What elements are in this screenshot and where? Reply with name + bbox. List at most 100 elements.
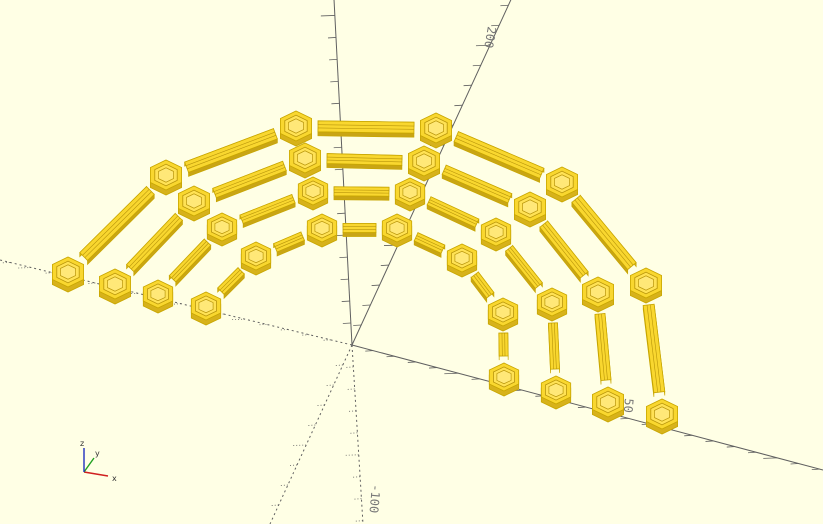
connector-bar-groove: [416, 235, 444, 249]
hexagon-pad-core: [198, 298, 214, 314]
connector-bar-groove: [598, 314, 605, 381]
y-axis-positive-tick: [337, 212, 346, 215]
z-axis-negative-tick: [325, 384, 334, 386]
hexagon-pad-core: [416, 153, 432, 169]
hexagon-pad-core: [495, 304, 511, 320]
x-axis-positive-tick: [790, 463, 799, 465]
connector-bar-groove: [131, 217, 181, 270]
y-axis-positive: [333, 0, 353, 346]
gizmo-y-label: y: [95, 449, 100, 458]
connector-bar-groove: [507, 249, 539, 287]
hexagon-pad: [149, 159, 183, 196]
hexagon-pad: [630, 267, 662, 304]
connector-bar: [539, 220, 589, 283]
hexagon-pad: [52, 256, 84, 293]
y-axis-positive-tick: [341, 300, 350, 302]
connector-bar-groove: [509, 247, 541, 285]
hexagon-pad: [99, 268, 132, 305]
connector-bar-top: [470, 271, 495, 299]
z-axis-positive-tick: [454, 104, 463, 107]
connector-bar-groove: [646, 305, 658, 393]
x-axis-negative-tick: [17, 267, 32, 269]
hexagon-pad-core: [496, 369, 512, 385]
connector-bar-groove: [318, 124, 415, 127]
hexagon-pad: [394, 177, 426, 212]
x-axis-positive-tick: [429, 367, 438, 369]
hexagon-pad: [381, 213, 413, 248]
hexagon-pad-core: [590, 284, 606, 300]
connector-bar: [505, 244, 543, 294]
hexagon-pad: [546, 166, 578, 203]
y-axis-negative-tick: [346, 388, 355, 390]
connector-bar-top: [441, 164, 513, 204]
connector-bar-groove: [219, 269, 241, 291]
connector-bar-groove: [326, 159, 402, 163]
x-axis-positive-tick: [684, 434, 693, 437]
hexagon-pad-core: [654, 406, 670, 422]
y-axis-positive-tick: [320, 15, 335, 17]
z-axis-negative-tick: [307, 424, 316, 426]
y-axis-positive-tick: [330, 80, 339, 83]
connector-bar-groove: [601, 313, 608, 380]
hexagon-pad: [592, 386, 624, 423]
connector-bar-groove: [213, 164, 285, 192]
x-axis-positive-tick: [444, 372, 459, 375]
connector-bar: [426, 196, 480, 232]
hexagon-pad-core: [428, 120, 444, 136]
hexagon-pad: [240, 241, 272, 276]
connector-bar-top: [333, 186, 390, 197]
y-axis-positive-tick: [329, 58, 338, 61]
hexagon-pad-core: [314, 220, 330, 236]
connector-bar-groove: [240, 197, 294, 219]
hexagon-pad-core: [522, 199, 538, 215]
hexagon-pad: [646, 398, 678, 435]
connector-bar-groove: [444, 168, 511, 198]
connector-bar-groove: [456, 134, 543, 173]
axis-label-y-pos: 200: [481, 25, 499, 49]
connector-bar-groove: [128, 215, 178, 268]
z-axis-positive-tick: [362, 304, 371, 306]
svg-text:50: 50: [621, 398, 636, 414]
y-axis-positive-tick: [339, 256, 348, 259]
hexagon-pad-core: [600, 394, 616, 410]
hexagon-pad-core: [548, 382, 564, 398]
connector-bar: [273, 231, 305, 257]
hexagon-pad-core: [544, 294, 560, 310]
x-axis-positive-tick: [705, 440, 714, 442]
hexagon-pad: [536, 287, 568, 322]
axis-label-y-neg: -100: [366, 484, 382, 514]
connector-bar-groove: [443, 170, 510, 200]
connector-bar-groove: [544, 223, 586, 275]
hexagon-pad-core: [150, 286, 166, 302]
connector-bar-top: [212, 160, 287, 199]
connector-bar-top: [548, 322, 560, 370]
z-axis-positive-tick: [463, 84, 472, 87]
connector-bar-top: [326, 153, 403, 166]
connector-bar: [571, 194, 637, 275]
connector-bar-top: [168, 238, 212, 283]
hexagon-pad-core: [488, 224, 504, 240]
hexagon-pad-core: [454, 250, 470, 266]
hexagon-pad: [582, 276, 614, 313]
connector-bar-groove: [333, 192, 389, 194]
x-axis-positive-tick: [811, 468, 820, 471]
x-axis-negative-tick: [231, 318, 246, 321]
connector-bar-top: [505, 245, 543, 289]
hexagon-pad-core: [158, 167, 174, 183]
x-axis-negative-tick: [1, 261, 10, 264]
hexagon-pad: [419, 112, 453, 149]
y-axis-negative-tick: [352, 476, 361, 478]
connector-bar: [212, 160, 287, 203]
connector-bar-groove: [551, 323, 554, 370]
connector-bar-groove: [475, 273, 492, 295]
x-axis-positive-tick: [386, 355, 395, 358]
connector-bar: [453, 131, 545, 183]
z-axis-positive-tick: [371, 284, 380, 286]
hexagon-pad: [306, 213, 338, 248]
y-axis-positive-tick: [333, 146, 342, 149]
gizmo-z-label: z: [80, 439, 84, 448]
gizmo-y-axis: [83, 457, 95, 473]
connector-bar: [184, 128, 278, 177]
